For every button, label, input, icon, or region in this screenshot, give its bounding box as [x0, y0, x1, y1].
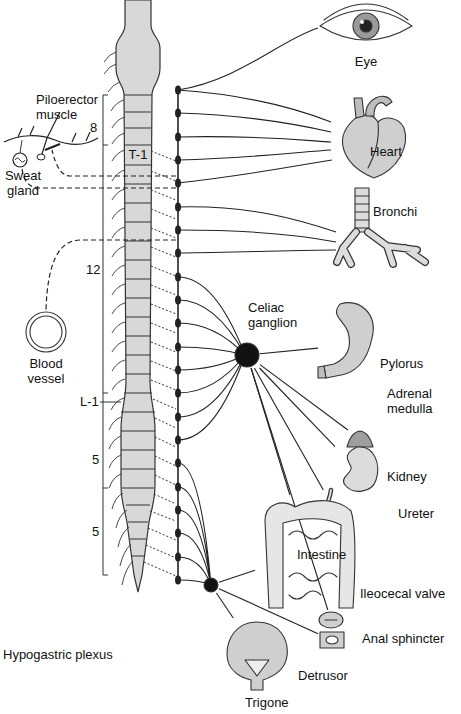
segment-name: T-1	[127, 147, 149, 162]
celiac-ganglion-shape	[235, 343, 259, 367]
hair-follicle	[37, 154, 45, 160]
heart-illustration-shape	[366, 96, 392, 116]
eye-illustration-shape	[360, 20, 372, 32]
nerve-connector	[254, 368, 323, 490]
organ-label: Pylorus	[380, 356, 440, 371]
adrenal-medulla-illustration-outline	[345, 430, 375, 448]
bronchi-illustration-shape	[337, 232, 425, 264]
celiac-ganglion-outline	[234, 342, 260, 368]
heart-illustration-shape	[354, 98, 364, 118]
organ-label: Eye	[341, 54, 391, 69]
organ-label: Intestine	[297, 547, 367, 562]
part-label: Sweat gland	[0, 168, 46, 198]
ileocecal-valve-illustration: Ileocecal valve	[318, 610, 344, 630]
adrenal-medulla-illustration-shape	[347, 431, 373, 447]
organ-label: Heart	[370, 144, 420, 159]
nerve-roots	[104, 52, 133, 585]
organ-label: Anal sphincter	[362, 631, 460, 646]
blood-vessel-symbol-shape	[30, 316, 62, 348]
ileocecal-valve-illustration-shape	[325, 619, 337, 620]
eye-illustration-shape	[324, 4, 408, 20]
organ-label: Ureter	[398, 506, 458, 521]
eye-illustration-shape	[353, 13, 379, 39]
anal-sphincter-illustration: Anal sphincter	[318, 628, 346, 652]
celiac-ganglion: Celiac ganglion	[234, 342, 260, 368]
heart-illustration: Heart	[330, 92, 410, 180]
organ-label: Trigone	[245, 695, 305, 710]
segment-count: 12	[86, 262, 102, 277]
sweat-gland-coil	[15, 140, 25, 162]
bladder-illustration: DetrusorTrigone	[225, 618, 290, 690]
kidney-illustration: Kidney	[335, 445, 380, 495]
organ-label: Adrenal medulla	[387, 386, 457, 416]
organ-label: Bronchi	[373, 204, 433, 219]
eye-illustration-outline	[318, 2, 414, 50]
segment-bracket	[100, 95, 121, 575]
bronchi-illustration-shape	[355, 188, 369, 232]
nerve-connector	[251, 368, 328, 610]
nerve-connector	[259, 368, 335, 447]
preganglionic-fibres	[144, 151, 176, 576]
blood-vessel-symbol: Blood vessel	[24, 310, 68, 354]
bronchi-illustration: Bronchi	[335, 188, 430, 268]
anal-sphincter-illustration-shape	[320, 632, 344, 648]
blood-vessel-symbol-shape	[26, 312, 66, 352]
anal-sphincter-illustration-shape	[326, 636, 338, 644]
bladder-illustration-shape	[227, 622, 287, 690]
dashed-fibres	[22, 150, 176, 310]
eye-illustration: Eye	[318, 2, 414, 50]
bladder-illustration-outline	[225, 618, 290, 690]
kidney-illustration-shape	[343, 447, 377, 491]
nerve-connector	[219, 570, 255, 582]
hypogastric-plexus-outline	[203, 577, 219, 593]
adrenal-medulla-illustration: Adrenal medulla	[345, 430, 375, 448]
segment-name: L-1	[80, 394, 102, 409]
hypogastric-plexus: Hypogastric plexus	[203, 577, 219, 593]
bronchi-illustration-outline	[335, 188, 430, 268]
kidney-illustration-outline	[335, 445, 380, 495]
ileocecal-valve-illustration-shape	[319, 612, 343, 628]
spinal-cord	[116, 0, 160, 592]
segment-count: 8	[90, 120, 102, 135]
intestine-illustration-shape	[289, 531, 337, 599]
organ-label: Celiac ganglion	[248, 300, 318, 330]
bladder-illustration-shape	[245, 660, 269, 676]
blood-vessel-symbol-outline	[24, 310, 68, 354]
pylorus-illustration-shape	[318, 366, 326, 378]
segment-count: 5	[92, 452, 104, 467]
segment-count: 5	[92, 524, 104, 539]
hypogastric-plexus-shape	[204, 578, 218, 592]
organ-label: Hypogastric plexus	[3, 647, 143, 662]
intestine-illustration: Intestine	[255, 495, 360, 610]
nerve-connector	[260, 348, 318, 354]
anal-sphincter-illustration-outline	[318, 628, 346, 652]
bronchi-illustration-shape	[337, 232, 425, 264]
eye-illustration-shape	[360, 20, 364, 24]
part-label: Piloerector muscle	[36, 92, 111, 122]
organ-label: Blood vessel	[14, 356, 78, 386]
segment-lines	[121, 95, 155, 556]
organ-label: Ileocecal valve	[360, 586, 460, 601]
ileocecal-valve-illustration-outline	[318, 610, 344, 630]
organ-label: Detrusor	[298, 668, 368, 683]
piloerector-muscle	[45, 144, 60, 150]
pylorus-illustration-shape	[324, 303, 373, 378]
bronchi-illustration-shape	[355, 196, 369, 228]
organ-label: Kidney	[387, 469, 447, 484]
pylorus-illustration: Pylorus	[318, 300, 383, 390]
pylorus-illustration-outline	[318, 300, 383, 390]
eye-illustration-shape	[320, 10, 412, 40]
nerve-connector	[216, 593, 233, 618]
heart-illustration-outline	[330, 92, 410, 180]
